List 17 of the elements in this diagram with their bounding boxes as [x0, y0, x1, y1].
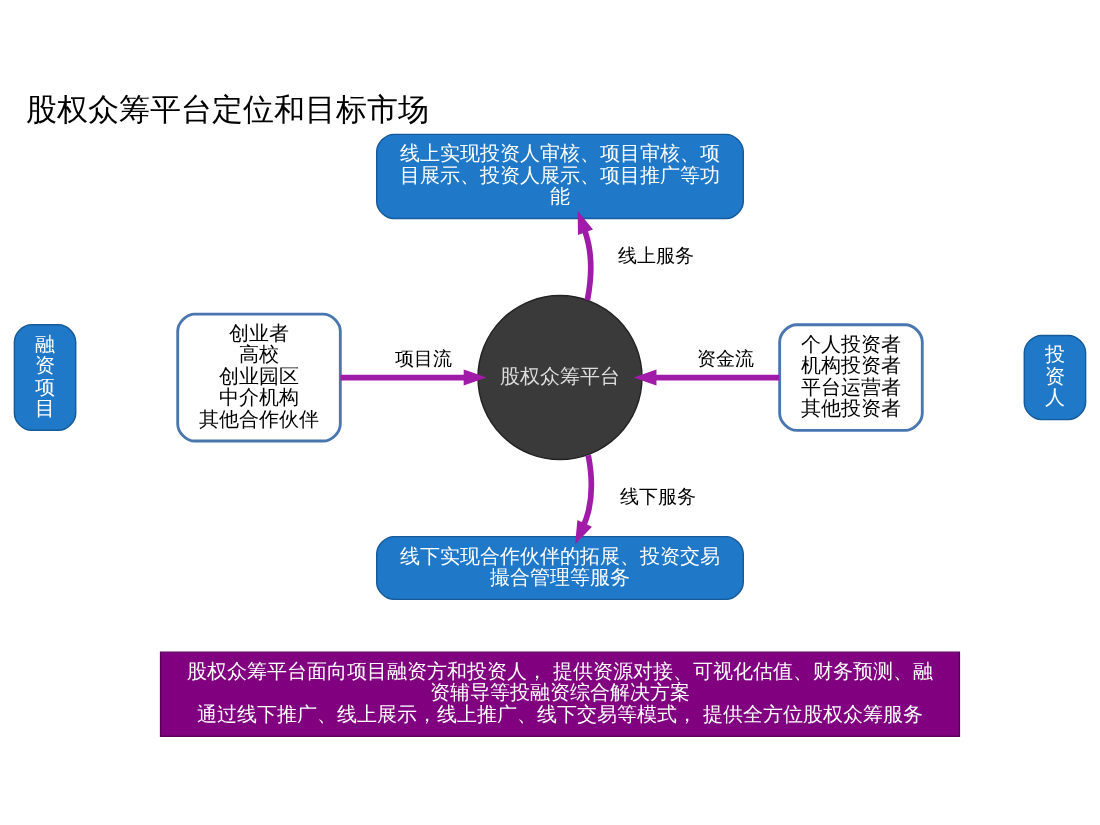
arrow — [633, 369, 780, 386]
node-box: 投资人 — [1023, 334, 1087, 421]
edge-label: 项目流 — [394, 348, 452, 370]
arrow — [577, 210, 594, 301]
arrow — [340, 369, 487, 386]
node-box: 融资项目 — [13, 324, 77, 432]
arrow — [575, 454, 595, 545]
node-box: 个人投资者 机构投资者 平台运营者 其他投资者 — [778, 323, 924, 432]
edge-label: 线下服务 — [619, 485, 696, 507]
edge-label: 线上服务 — [618, 244, 695, 266]
node-circle: 股权众筹平台 — [477, 294, 643, 461]
edge-label: 资金流 — [696, 348, 754, 370]
node-box: 创业者 高校 创业园区 中介机构 其他合作伙伴 — [176, 312, 342, 443]
diagram-title: 股权众筹平台定位和目标市场 — [26, 90, 430, 127]
node-box: 线下实现合作伙伴的拓展、投资交易撮合管理等服务 — [375, 535, 744, 601]
node-box: 线上实现投资人审核、项目审核、项目展示、投资人展示、项目推广等功能 — [375, 133, 744, 220]
node-box: 股权众筹平台面向项目融资方和投资人， 提供资源对接、可视化估值、财务预测、融资辅导等投融资综合解决方案 通过线下推广、线上展示，线上推广、线下交易等模式， 提供全方位股权众筹服务 — [159, 651, 961, 737]
